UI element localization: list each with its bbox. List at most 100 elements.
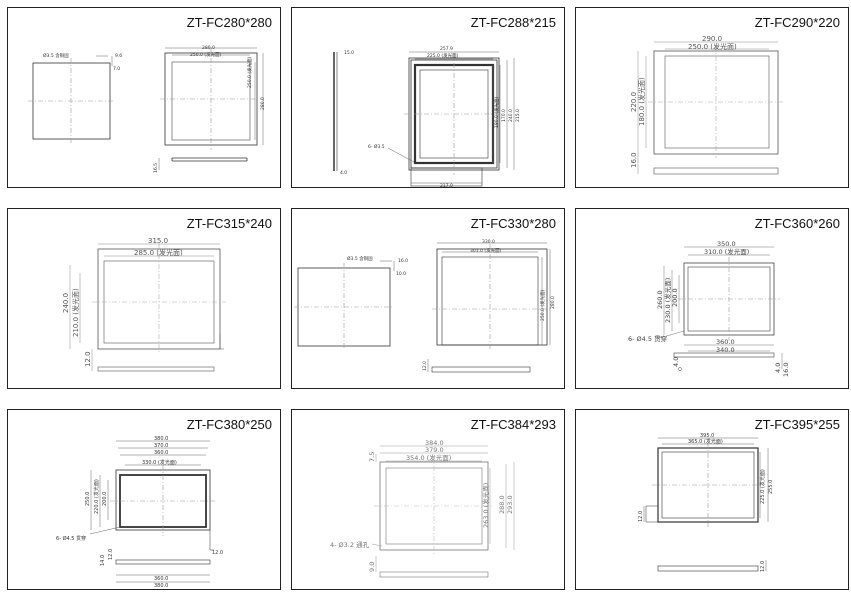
technical-drawing: Ø3.5 含铜固 16.0 10.0 330.0 301.0 (发光面) 250… xyxy=(294,239,556,373)
dim-label: 16.0 xyxy=(630,152,638,168)
dim-label: 285.0 (发光面) xyxy=(134,248,183,257)
hole-label: 6- Ø3.5 xyxy=(368,143,385,150)
technical-drawing: 15.0 4.0 257.9 225.0 (发光面) 217.0 6- Ø3.5… xyxy=(333,46,521,189)
dim-label: 240.0 xyxy=(62,293,70,313)
dim-label: 10.0 xyxy=(396,271,406,277)
dim-label: 340.0 xyxy=(716,346,735,354)
hole-label: 6- Ø4.5 贯穿 xyxy=(628,334,667,343)
technical-drawing: 350.0 310.0 (发光面) 260.0 230.0 (发光面) 200.… xyxy=(628,240,790,377)
dim-label: 250.0 xyxy=(85,492,91,506)
panel-title: ZT-FC395*255 xyxy=(754,417,840,432)
dim-label: 365.0 (发光面) xyxy=(688,438,723,445)
dim-label: 16.5 xyxy=(153,163,159,173)
panel-title: ZT-FC290*220 xyxy=(754,15,840,30)
dim-label: 384.0 xyxy=(425,439,444,447)
dim-label: 12.0 xyxy=(760,561,766,572)
dim-label: 370.0 xyxy=(154,443,168,449)
dim-label: 7.0 xyxy=(113,66,120,72)
dim-label: 315.0 xyxy=(148,237,168,245)
dim-label: 12.0 xyxy=(212,550,223,556)
dim-label: 260.0 xyxy=(656,290,664,309)
dim-label: 16.0 xyxy=(782,363,790,377)
dim-label: 240.0 xyxy=(508,109,514,122)
dim-label: 12.0 xyxy=(108,549,114,560)
drawing-panel-zt-fc380x250: ZT-FC380*250 380.0 370.0 360.0 xyxy=(7,409,281,590)
dim-label: 360.0 xyxy=(154,576,168,582)
technical-drawing: 315.0 285.0 (发光面) 240.0 210.0 (发光面) 12.0 xyxy=(62,237,226,372)
dim-label: 4.0 xyxy=(774,363,782,373)
dim-label: 220.0 (发光面) xyxy=(93,479,100,514)
panel-title: ZT-FC360*260 xyxy=(754,216,840,231)
drawing-panel-zt-fc280x280: ZT-FC280*280 Ø3.5 含铜固 9. xyxy=(7,7,281,188)
dim-label: 180.0 (发光面) xyxy=(493,96,500,128)
dim-label: 12.0 xyxy=(638,511,644,522)
dim-label: 354.0 (发光面) xyxy=(406,453,451,462)
dim-label: 250.0 (发光面) xyxy=(688,42,737,51)
panel-title: ZT-FC380*250 xyxy=(186,417,272,432)
dim-label: 15.0 xyxy=(344,50,354,56)
dim-label: 263.0 (发光面) xyxy=(481,483,490,528)
dim-label: 301.0 (发光面) xyxy=(470,247,502,254)
panel-title: ZT-FC315*240 xyxy=(186,216,272,231)
dim-label: 280.0 xyxy=(260,97,266,110)
hole-label: 4- Ø3.2 通孔 xyxy=(330,540,370,549)
technical-drawing: 384.0 379.0 354.0 (发光面) 263.0 (发光面) 288.… xyxy=(330,439,515,578)
dim-label: 12.0 xyxy=(422,361,428,371)
dim-label: 170.0 xyxy=(501,109,507,122)
panel-title: ZT-FC288*215 xyxy=(470,15,556,30)
dim-label: 217.0 xyxy=(440,183,453,189)
technical-drawing: 395.0 365.0 (发光面) 225.0 (发光面) 255.0 12.0… xyxy=(638,433,774,572)
dim-label: 200.0 xyxy=(102,492,108,506)
dim-label: 215.0 xyxy=(515,109,521,122)
dim-label: 395.0 xyxy=(700,433,714,439)
drawing-panel-zt-fc330x280: ZT-FC330*280 Ø3.5 含铜固 16.0 10.0 3 xyxy=(291,208,565,389)
dim-label: 280.0 xyxy=(202,45,215,51)
dim-label: 180.0 (发光面) xyxy=(637,77,646,126)
panel-title: ZT-FC384*293 xyxy=(470,417,556,432)
dim-label: 9.0 xyxy=(368,562,376,572)
dim-label: 280.0 xyxy=(550,296,556,309)
dim-label: 360.0 xyxy=(154,450,168,456)
dim-label: 379.0 xyxy=(425,446,444,454)
dim-label: 257.9 xyxy=(440,46,453,52)
dim-label: 230.0 (发光面) xyxy=(663,278,672,323)
dim-label: 350.0 xyxy=(717,240,736,248)
dim-label: 380.0 xyxy=(154,583,168,589)
dim-label: 288.0 xyxy=(498,495,506,514)
dim-label: 7.5 xyxy=(368,452,376,462)
dim-label: 220.0 xyxy=(630,92,638,112)
dim-label: 293.0 xyxy=(506,495,514,514)
dim-label: 9.6 xyxy=(115,53,122,59)
dim-label: 225.0 (发光面) xyxy=(759,469,766,504)
dim-label: 290.0 xyxy=(702,35,722,43)
dim-label: 310.0 (发光面) xyxy=(704,247,749,256)
drawing-panel-zt-fc395x255: ZT-FC395*255 395.0 365.0 (发光面) 225.0 (发光… xyxy=(575,409,849,590)
dim-label: 200.0 xyxy=(671,288,679,307)
drawing-panel-zt-fc384x293: ZT-FC384*293 384.0 379.0 354.0 (发光面) 263 xyxy=(291,409,565,590)
dim-label: 4.0 xyxy=(340,170,347,176)
dim-label: 360.0 xyxy=(716,338,735,346)
technical-drawing: Ø3.5 含铜固 9.6 7.0 280.0 250.0 (发光面) 250.0… xyxy=(28,45,266,173)
dim-label: 250.0 (发光面) xyxy=(190,51,222,58)
drawing-panel-zt-fc315x240: ZT-FC315*240 315.0 285.0 (发光面) 240.0 210… xyxy=(7,208,281,389)
dim-label: 255.0 xyxy=(768,480,774,494)
dim-label: 330.0 (发光面) xyxy=(142,459,177,466)
technical-drawing: 290.0 250.0 (发光面) 220.0 180.0 (发光面) 16.0 xyxy=(630,35,784,175)
drawing-panel-zt-fc290x220: ZT-FC290*220 290.0 250.0 (发光面) 220.0 180… xyxy=(575,7,849,188)
dim-label: 210.0 (发光面) xyxy=(71,288,80,337)
dim-label: 4.0 xyxy=(672,357,680,367)
hole-label: 6- Ø4.5 贯穿 xyxy=(56,535,86,542)
hole-label: Ø3.5 含铜固 xyxy=(347,255,373,262)
dim-label: 250.0 (发光面) xyxy=(539,289,546,321)
dim-label: 16.0 xyxy=(398,258,408,264)
panel-title: ZT-FC330*280 xyxy=(470,216,556,231)
hole-label: Ø3.5 含铜固 xyxy=(43,52,69,59)
dim-label: 250.0 (发光面) xyxy=(246,56,253,88)
dim-label: 380.0 xyxy=(154,436,168,442)
technical-drawing: 380.0 370.0 360.0 330.0 (发光面) 250.0 220.… xyxy=(56,436,223,589)
panel-title: ZT-FC280*280 xyxy=(186,15,272,30)
drawing-panel-zt-fc360x260: ZT-FC360*260 350.0 310.0 (发光面) 260.0 xyxy=(575,208,849,389)
dim-label: 14.0 xyxy=(100,555,106,566)
dim-label: 225.0 (发光面) xyxy=(427,52,459,59)
dim-label: 330.0 xyxy=(482,239,495,245)
